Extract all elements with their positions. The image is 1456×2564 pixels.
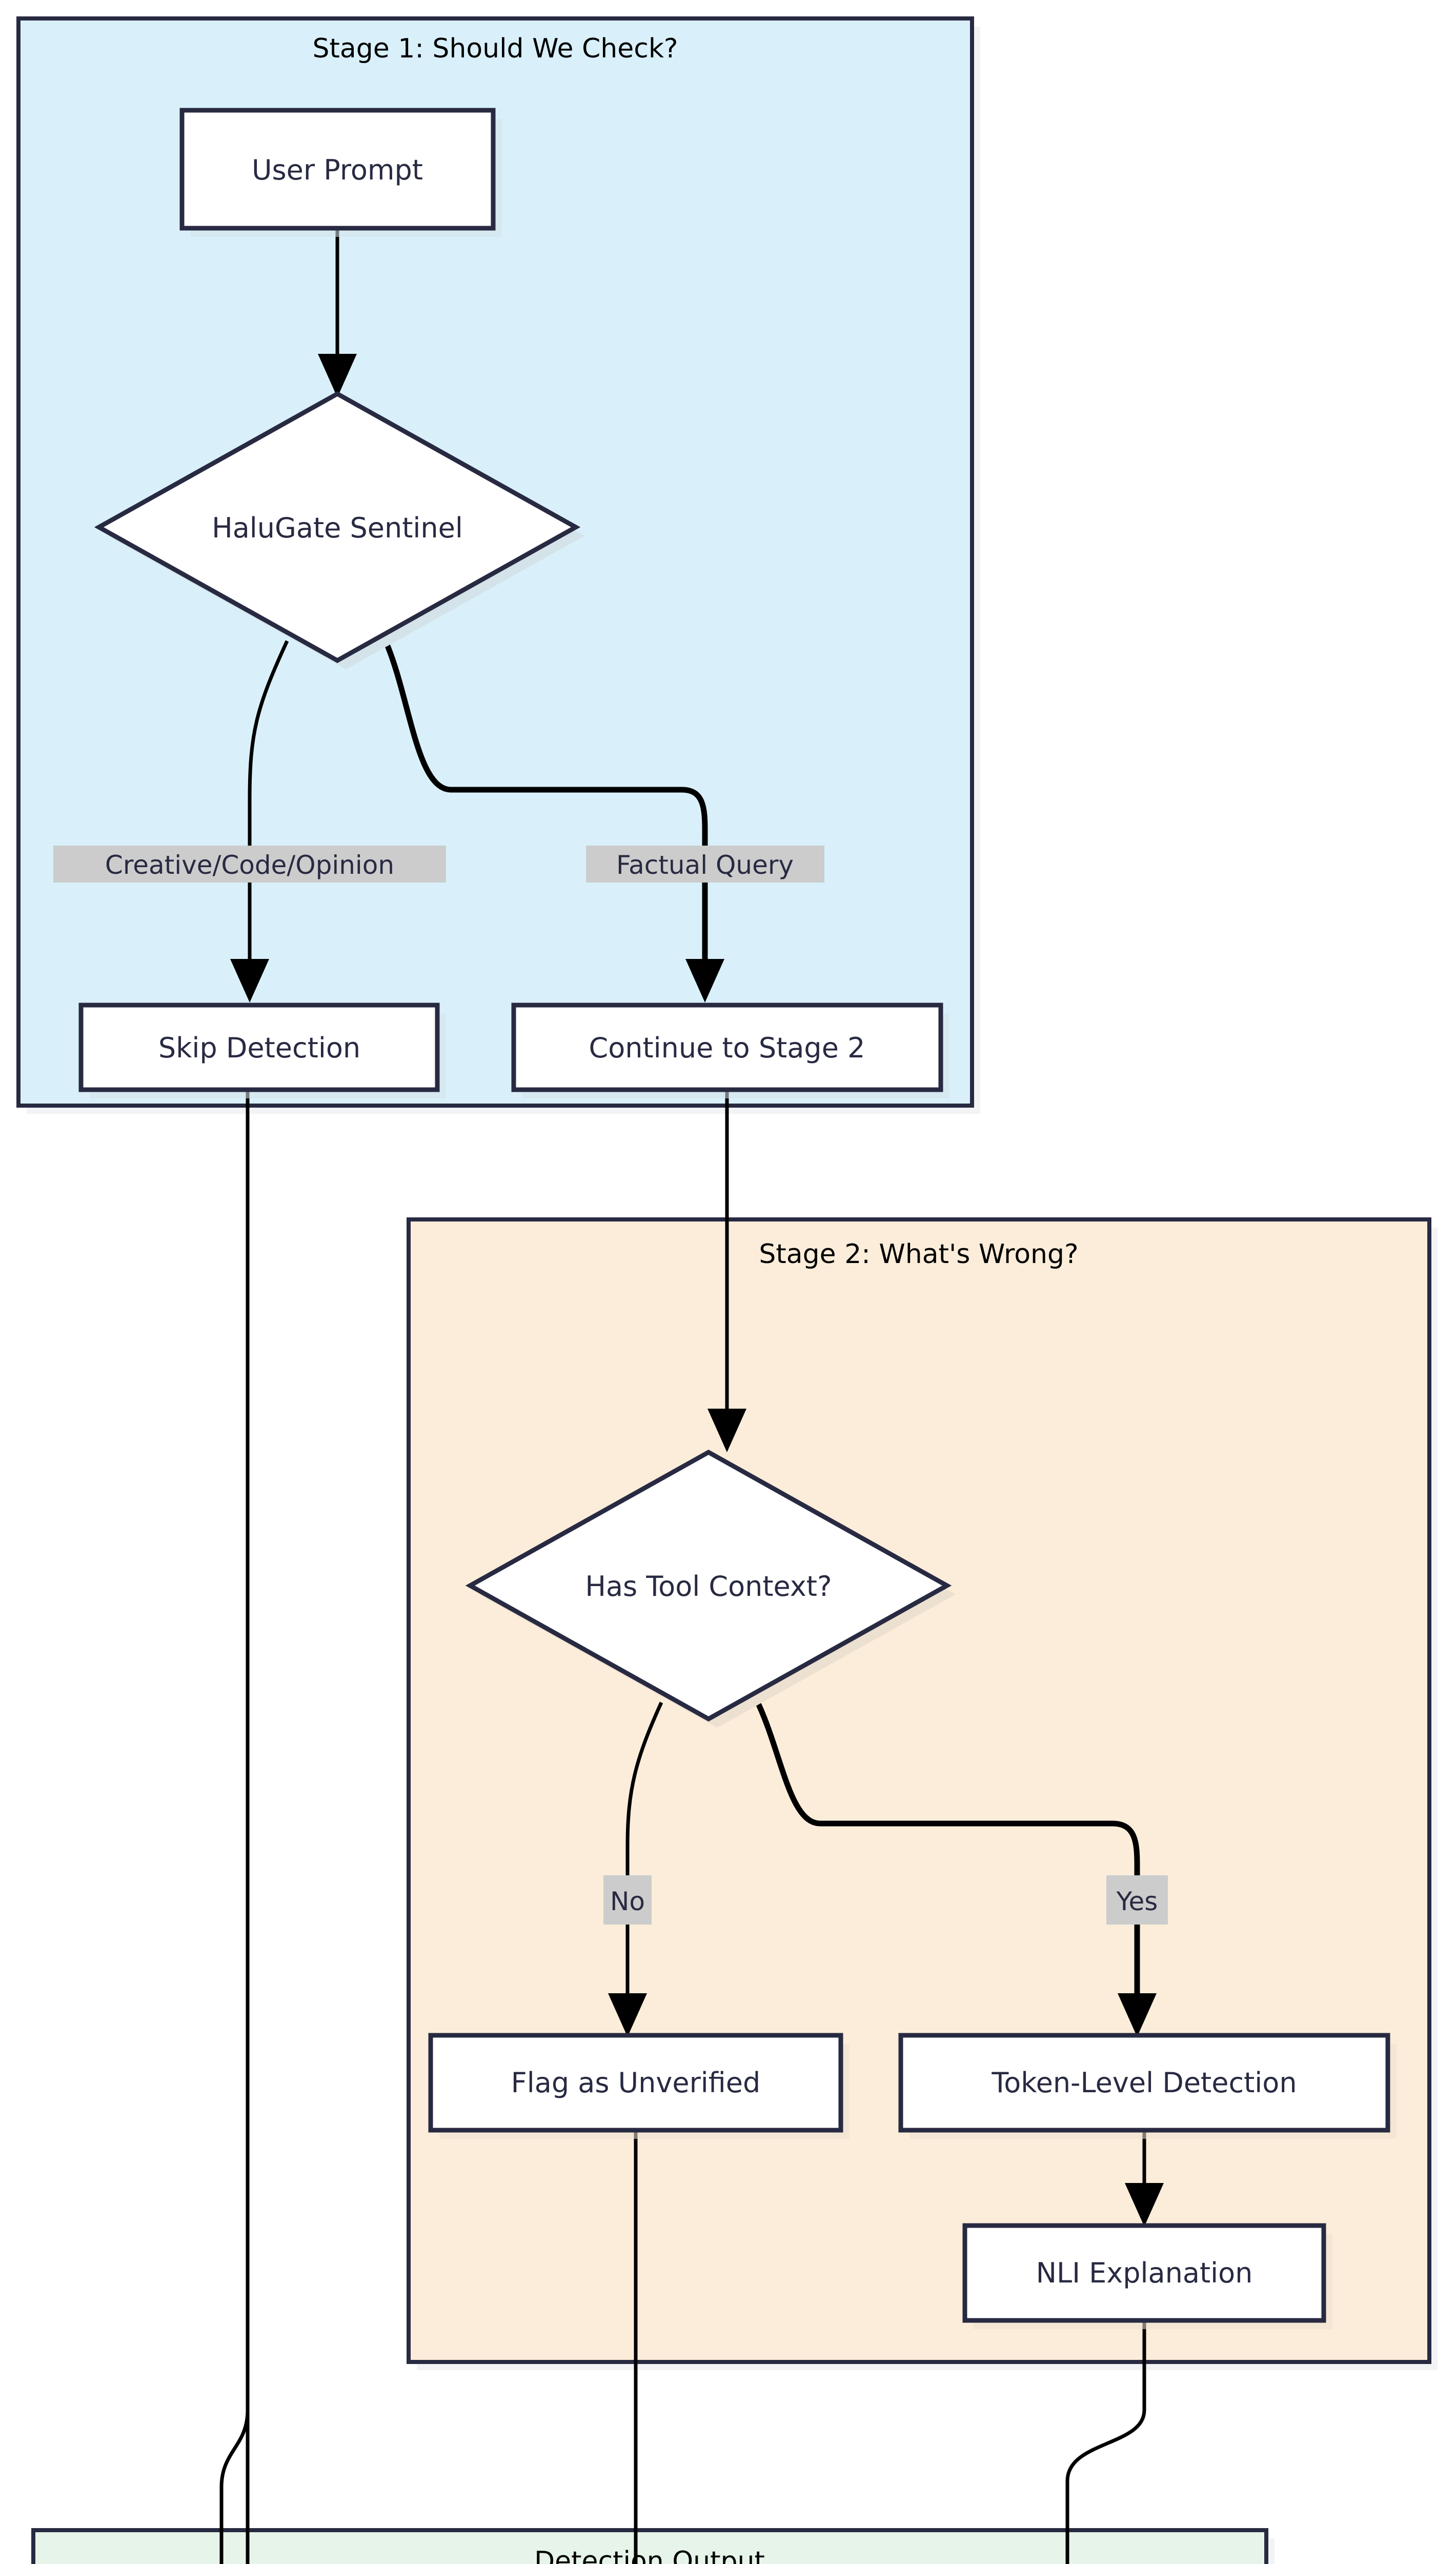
node-flag-as-unverified[interactable]: Flag as Unverified: [428, 2033, 850, 2139]
node-skip-detection-label: Skip Detection: [158, 1032, 360, 1064]
node-skip-detection-rect[interactable]: [78, 1003, 440, 1092]
edge-label-factual-bg: [586, 846, 824, 883]
node-user-prompt[interactable]: User Prompt: [179, 108, 502, 237]
node-nli-rect[interactable]: [962, 2223, 1326, 2323]
edge-label-yes-bg: [1106, 1875, 1168, 1925]
cluster-stage1-title: Stage 1: Should We Check?: [312, 33, 678, 64]
edge-label-no: No: [603, 1875, 652, 1925]
node-continue-rect[interactable]: [511, 1003, 943, 1092]
edge-label-no-bg: [603, 1875, 652, 1925]
edge-skip-to-pass-through-curve: [219, 1090, 250, 2564]
node-continue-label: Continue to Stage 2: [589, 1032, 865, 1064]
edges-layer: [219, 228, 1164, 2564]
node-halugate-sentinel-label: HaluGate Sentinel: [212, 512, 463, 544]
node-halugate-sentinel[interactable]: HaluGate Sentinel: [94, 391, 584, 669]
edge-label-creative-text: Creative/Code/Opinion: [105, 850, 394, 880]
node-token-level-label: Token-Level Detection: [991, 2067, 1297, 2099]
arrow-head-e7: [1125, 2183, 1164, 2227]
edge-tool-context-to-token-level: [755, 1701, 1140, 2015]
node-has-tool-context-diamond[interactable]: [465, 1449, 952, 1722]
arrow-head-e1: [318, 354, 357, 397]
edge-tool-context-to-flag: [625, 1701, 663, 2015]
edge-nli-to-report: [1065, 2320, 1146, 2564]
cluster-stage2-title: Stage 2: What's Wrong?: [759, 1239, 1078, 1270]
node-halugate-sentinel-diamond[interactable]: [94, 391, 581, 664]
arrow-head-e3: [685, 959, 724, 1003]
arrow-head-e6: [1118, 1993, 1157, 2037]
edge-label-factual-query: Factual Query: [586, 846, 824, 883]
nodes-layer: User Prompt HaluGate Sentinel Skip Detec…: [78, 108, 1397, 2329]
arrow-head-e5: [608, 1993, 647, 2037]
node-flag-label: Flag as Unverified: [511, 2067, 761, 2099]
edge-sentinel-to-skip: [248, 640, 289, 979]
edge-label-yes-text: Yes: [1116, 1887, 1158, 1916]
cluster-stage2: Stage 2: What's Wrong?: [407, 1217, 1438, 2370]
arrow-head-e2: [230, 959, 269, 1003]
edge-labels-layer: Creative/Code/Opinion Factual Query No Y…: [53, 846, 1168, 1925]
edge-sentinel-to-continue: [382, 639, 708, 979]
cluster-stage2-rect: [407, 1217, 1431, 2364]
arrow-head-e4: [707, 1409, 746, 1452]
node-has-tool-context-label: Has Tool Context?: [585, 1570, 832, 1602]
node-user-prompt-label: User Prompt: [252, 154, 423, 186]
node-token-level-rect[interactable]: [898, 2033, 1390, 2133]
node-nli-explanation[interactable]: NLI Explanation: [962, 2223, 1332, 2329]
edge-label-creative-bg: [53, 846, 446, 883]
node-user-prompt-rect[interactable]: [179, 108, 496, 231]
node-flag-rect[interactable]: [428, 2033, 843, 2133]
cluster-output: Detection Output: [31, 2528, 1275, 2564]
cluster-output-rect: [31, 2528, 1268, 2564]
node-has-tool-context[interactable]: Has Tool Context?: [465, 1449, 956, 1728]
node-continue-to-stage-2[interactable]: Continue to Stage 2: [511, 1003, 949, 1098]
edge-label-yes: Yes: [1106, 1875, 1168, 1925]
node-skip-detection[interactable]: Skip Detection: [78, 1003, 446, 1098]
edge-label-no-text: No: [610, 1887, 645, 1916]
edge-label-creative-code-opinion: Creative/Code/Opinion: [53, 846, 446, 883]
edge-label-factual-text: Factual Query: [616, 850, 794, 880]
cluster-output-title: Detection Output: [534, 2546, 765, 2564]
node-nli-label: NLI Explanation: [1036, 2257, 1253, 2289]
node-token-level-detection[interactable]: Token-Level Detection: [898, 2033, 1397, 2139]
